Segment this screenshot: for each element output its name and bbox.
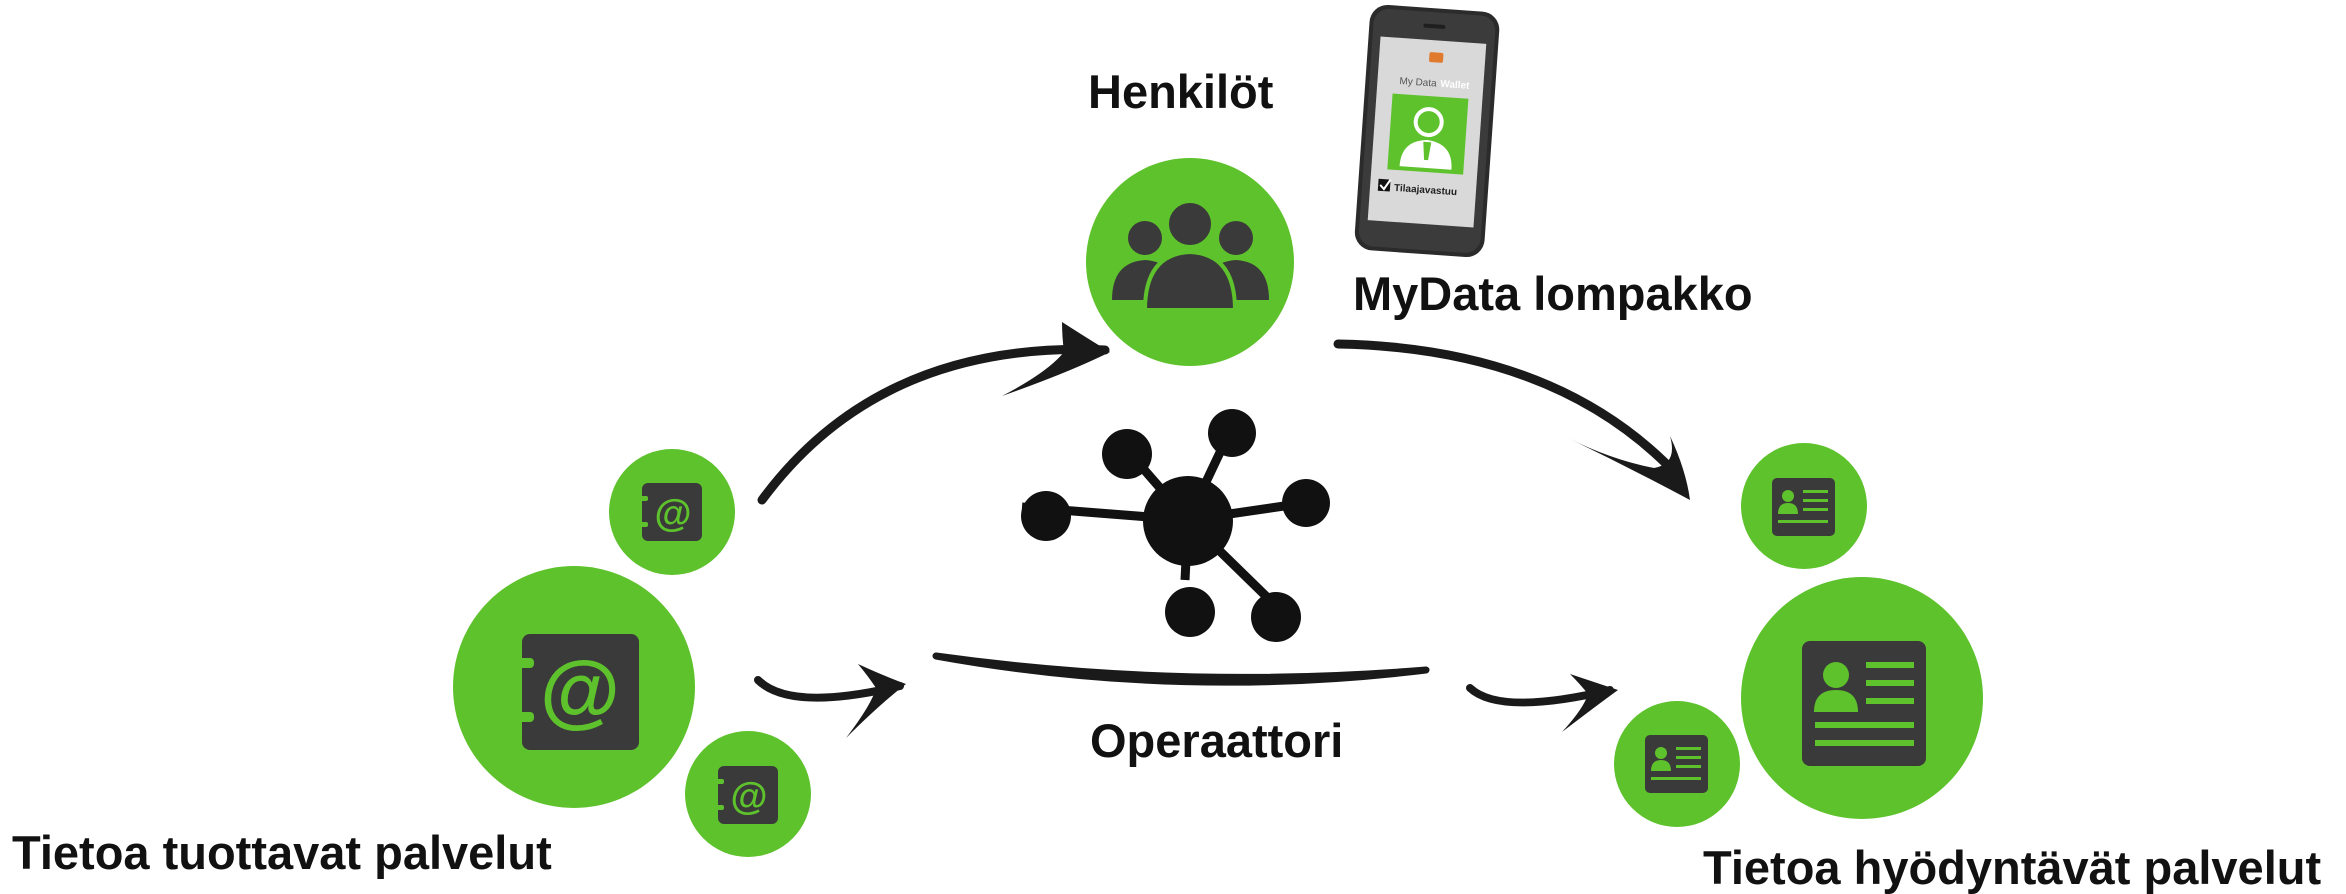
phone-footer-text: Tilaajavastuu (1394, 183, 1458, 198)
consumer-node-small-bottom (1614, 701, 1740, 827)
address-book-at-icon: @ (712, 766, 778, 824)
producer-node-small-bottom: @ (685, 731, 811, 857)
address-book-at-icon: @ (636, 483, 702, 541)
producers-label: Tietoa tuottavat palvelut (12, 826, 552, 879)
persons-node (1086, 158, 1294, 366)
producer-node-large: @ (453, 566, 695, 808)
operator-connection-line (932, 652, 1430, 686)
address-book-at-icon: @ (510, 634, 639, 750)
svg-text:@: @ (540, 645, 620, 736)
svg-text:@: @ (654, 493, 691, 535)
consumer-node-small-top (1741, 443, 1867, 569)
network-hub-icon (1021, 409, 1330, 642)
consumer-node-large (1741, 577, 1983, 819)
arrow-operator-to-consumers (1466, 674, 1618, 732)
producer-node-small-top: @ (609, 449, 735, 575)
wallet-label: MyData lompakko (1353, 267, 1753, 320)
phone-brand-left: My Data (1399, 76, 1437, 90)
svg-text:@: @ (730, 776, 767, 818)
consumers-label: Tietoa hyödyntävät palvelut (1703, 841, 2322, 894)
arrow-producers-to-persons (757, 322, 1110, 505)
id-card-icon (1802, 641, 1926, 766)
wallet-mini-icon (1429, 52, 1444, 63)
smartphone-icon: My Data Wallet Tilaajavastuu (1354, 4, 1500, 258)
arrow-persons-to-consumers (1333, 339, 1690, 500)
phone-brand-right: Wallet (1440, 79, 1470, 92)
group-of-people-icon (1112, 199, 1269, 312)
id-card-icon (1772, 478, 1835, 536)
operator-label: Operaattori (1090, 714, 1344, 767)
persons-label: Henkilöt (1088, 65, 1274, 118)
id-card-icon (1645, 735, 1708, 793)
arrow-producers-to-operator (754, 664, 906, 738)
